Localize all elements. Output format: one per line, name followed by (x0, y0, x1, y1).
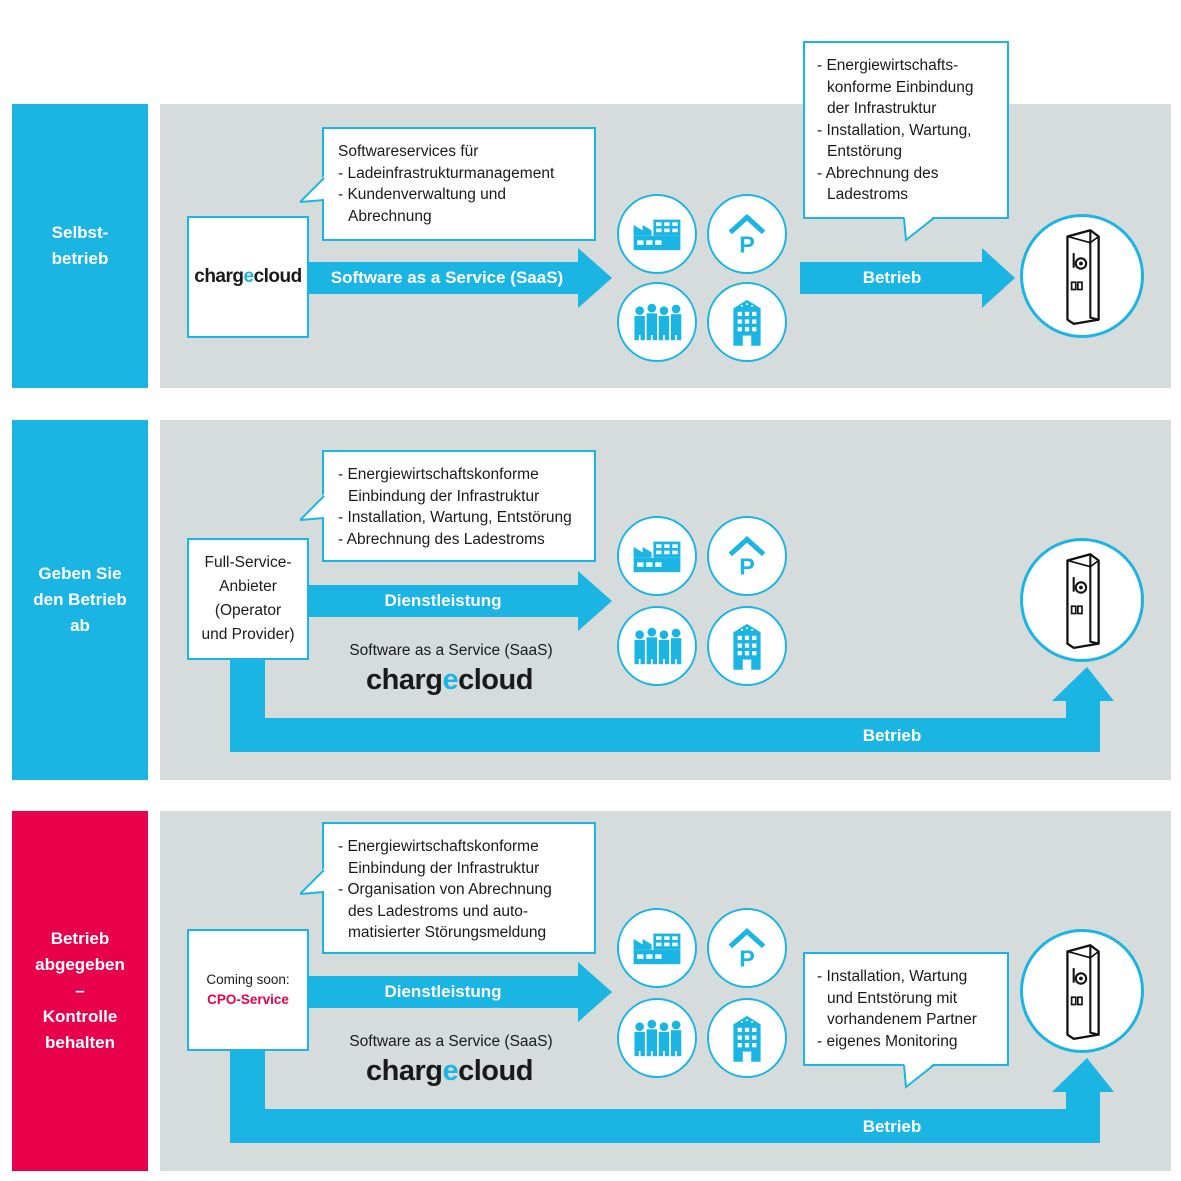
people-icon (617, 998, 697, 1078)
row2-callout: - Energiewirtschaftskonforme Einbindung … (322, 450, 596, 562)
row3-label: Betrieb abgegeben – Kontrolle behalten (12, 811, 148, 1171)
row2-service-label: Dienstleistung (384, 591, 502, 610)
factory-icon (617, 194, 697, 274)
row3-saas-caption: Software as a Service (SaaS) (349, 1033, 553, 1050)
row2-callout-tail (300, 494, 325, 522)
row3-right-callout: - Installation, Wartung und Entstörung m… (803, 952, 1009, 1066)
row1-betrieb-label: Betrieb (862, 268, 922, 287)
parking-icon (707, 908, 787, 988)
row3-right-callout-tail (903, 1063, 935, 1089)
hotel-icon (707, 606, 787, 686)
factory-icon (617, 516, 697, 596)
row2-betrieb-label: Betrieb (862, 726, 922, 745)
row1-right-callout-tail (903, 216, 935, 242)
row3-chargecloud-logo: chargecloud (366, 1055, 533, 1087)
row1-saas-arrow (308, 248, 612, 308)
chargecloud-box: chargecloud (187, 216, 309, 338)
row1-betrieb-callout: - Energiewirtschafts- konforme Einbindun… (803, 41, 1009, 219)
row3-betrieb-arrow (230, 1051, 1114, 1143)
row3-service-label: Dienstleistung (384, 982, 502, 1001)
row1-saas-label: Software as a Service (SaaS) (330, 268, 564, 287)
row2-saas-caption: Software as a Service (SaaS) (349, 642, 553, 659)
row3-callout: - Energiewirtschaftskonforme Einbindung … (322, 822, 596, 954)
row2-label: Geben Sie den Betrieb ab (12, 420, 148, 780)
charging-station-icon (1020, 929, 1144, 1053)
hotel-icon (707, 282, 787, 362)
row1-label: Selbst- betrieb (12, 104, 148, 388)
row3-callout-tail (300, 868, 325, 896)
hotel-icon (707, 998, 787, 1078)
row3-service-arrow (308, 962, 612, 1022)
row1-callout-tail (300, 176, 325, 204)
cpo-service-box: Coming soon: CPO-Service (187, 929, 309, 1051)
charging-station-icon (1020, 214, 1144, 338)
full-service-provider-box: Full-Service- Anbieter (Operator und Pro… (187, 538, 309, 660)
factory-icon (617, 908, 697, 988)
charging-station-icon (1020, 538, 1144, 662)
parking-icon (707, 516, 787, 596)
row2-chargecloud-logo: chargecloud (366, 664, 533, 696)
row2-betrieb-arrow (230, 660, 1114, 752)
row2-service-arrow (308, 571, 612, 631)
row1-betrieb-arrow (800, 248, 1015, 308)
row1-software-callout: Softwareservices für - Ladeinfrastruktur… (322, 127, 596, 241)
row3-betrieb-label: Betrieb (862, 1117, 922, 1136)
chargecloud-logo: chargecloud (194, 266, 302, 287)
people-icon (617, 282, 697, 362)
parking-icon (707, 194, 787, 274)
people-icon (617, 606, 697, 686)
